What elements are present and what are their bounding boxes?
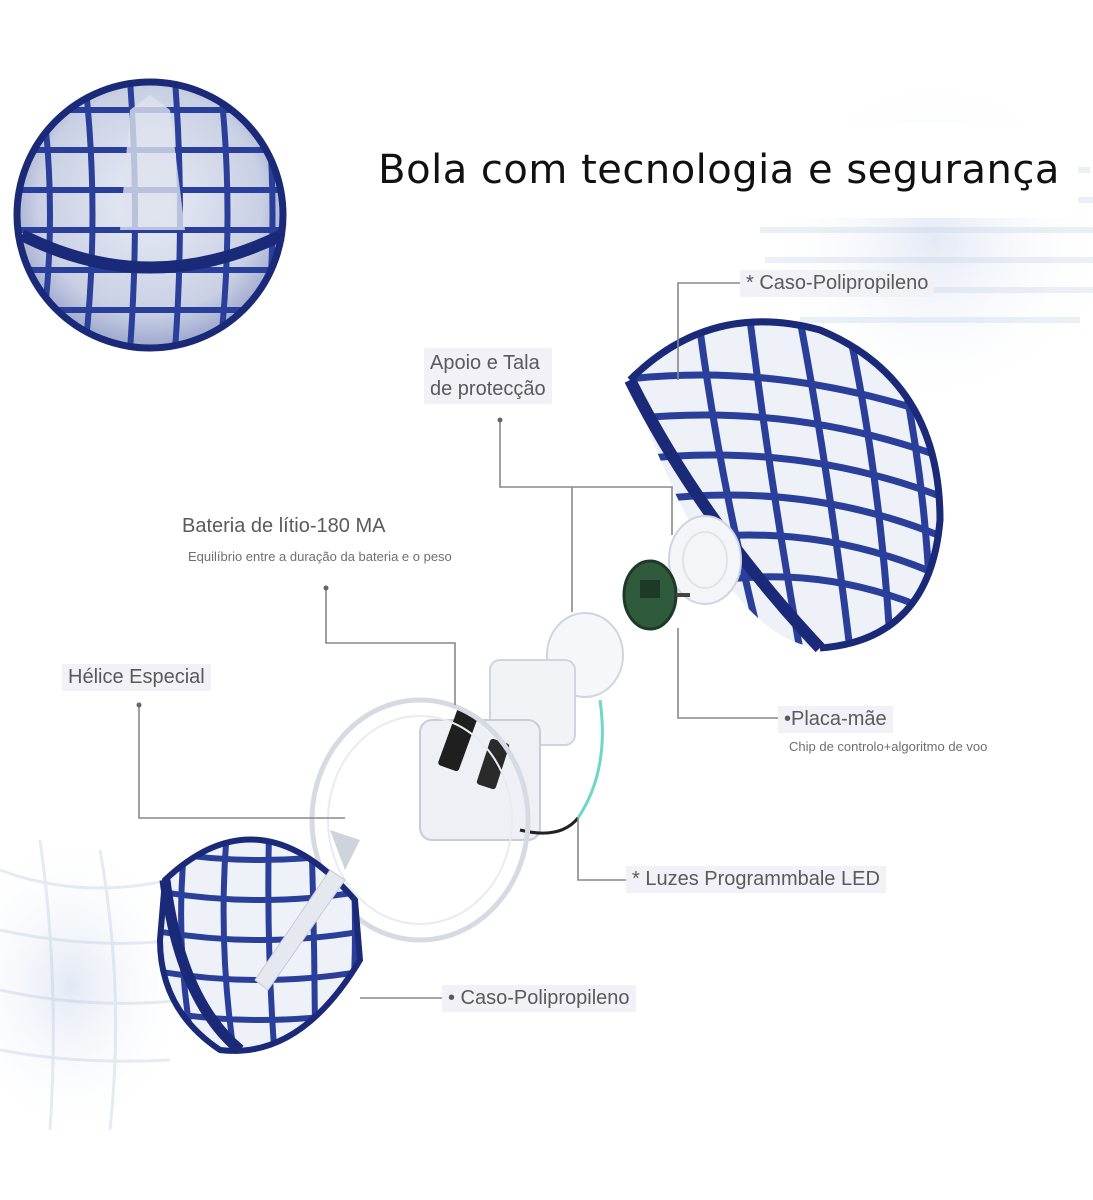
label-placa: •Placa-mãe (778, 706, 893, 733)
leader-dot (323, 585, 329, 591)
leader-dot (136, 702, 142, 708)
label-placa-sub: Chip de controlo+algoritmo de voo (789, 739, 988, 754)
motherboard (622, 559, 690, 631)
leader-luzes (577, 818, 630, 881)
assembled-ball (13, 78, 287, 352)
leader-caso-top (677, 282, 740, 380)
label-bateria: Bateria de lítio-180 MA (182, 515, 386, 537)
title-banner: Bola com tecnologia e segurança (360, 122, 1078, 218)
leader-apoio (499, 420, 673, 535)
faded-ball-bottom-left (0, 830, 190, 1140)
label-caso-bottom: • Caso-Polipropileno (442, 985, 636, 1012)
label-apoio: Apoio e Tala de protecção (424, 348, 552, 404)
label-luzes: * Luzes Programmbale LED (626, 866, 886, 893)
label-caso-top: * Caso-Polipropileno (740, 270, 935, 297)
leader-bateria (325, 588, 456, 705)
propeller (309, 697, 531, 943)
leader-helice (138, 705, 345, 819)
battery (438, 708, 510, 790)
label-apoio-line2: de protecção (430, 378, 546, 400)
leader-dot (497, 417, 503, 423)
label-apoio-line1: Apoio e Tala (430, 352, 540, 374)
page-title: Bola com tecnologia e segurança (378, 147, 1060, 193)
label-helice: Hélice Especial (62, 664, 211, 691)
leader-placa (677, 628, 782, 719)
support-splint (668, 515, 742, 605)
label-bateria-sub: Equilíbrio entre a duração da bateria e … (188, 549, 452, 564)
internal-frame (419, 612, 624, 841)
